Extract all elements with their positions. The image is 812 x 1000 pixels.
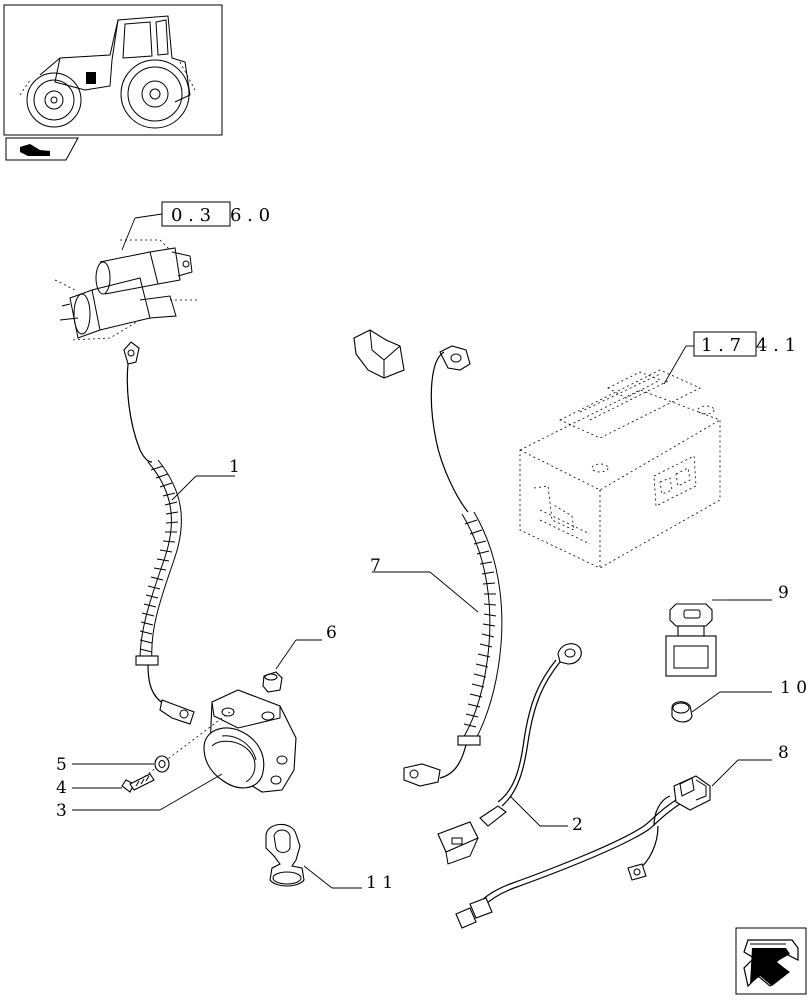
next-arrow-icon[interactable] — [735, 927, 807, 995]
battery-ref-rest: 4 . 1 — [756, 335, 796, 356]
starter-cable: 1 — [123, 341, 240, 725]
label-part-1: 1 — [229, 457, 240, 477]
label-part-7: 7 — [370, 556, 381, 576]
label-part-11: 1 1 — [366, 873, 393, 893]
ground-wire: 2 — [437, 643, 583, 865]
label-part-10: 1 0 — [780, 678, 807, 698]
starter-ref-boxed: 0 . 3 — [171, 205, 211, 226]
starter-ref-rest: 6 . 0 — [230, 205, 270, 226]
tractor-thumbnail-icon — [3, 4, 223, 136]
label-part-6: 6 — [326, 623, 337, 643]
label-part-2: 2 — [572, 815, 583, 835]
fuse-harness: 8 — [455, 743, 789, 929]
cable-clip: 1 1 — [265, 823, 393, 893]
fuse-holder: 9 — [665, 583, 789, 677]
label-part-5: 5 — [56, 755, 67, 775]
terminal-cover — [353, 329, 405, 379]
hand-pointer-icon[interactable] — [5, 137, 79, 161]
label-part-8: 8 — [778, 743, 789, 763]
battery-cable: 7 — [370, 345, 503, 787]
battery — [519, 345, 721, 569]
nut: 6 — [262, 623, 337, 693]
label-part-9: 9 — [778, 583, 789, 603]
label-part-4: 4 — [56, 778, 67, 798]
battery-ref-boxed: 1 . 7 — [701, 335, 741, 356]
starter-reference: 0 . 3 6 . 0 — [161, 201, 270, 227]
washer: 5 — [56, 755, 170, 775]
label-part-3: 3 — [56, 801, 67, 821]
screw: 4 — [56, 773, 155, 798]
battery-reference: 1 . 7 4 . 1 — [693, 331, 796, 357]
label-3-group: 3 — [56, 773, 223, 821]
socket-housing — [139, 689, 297, 793]
grommet: 1 0 — [671, 678, 807, 723]
starter-motor — [54, 213, 200, 341]
